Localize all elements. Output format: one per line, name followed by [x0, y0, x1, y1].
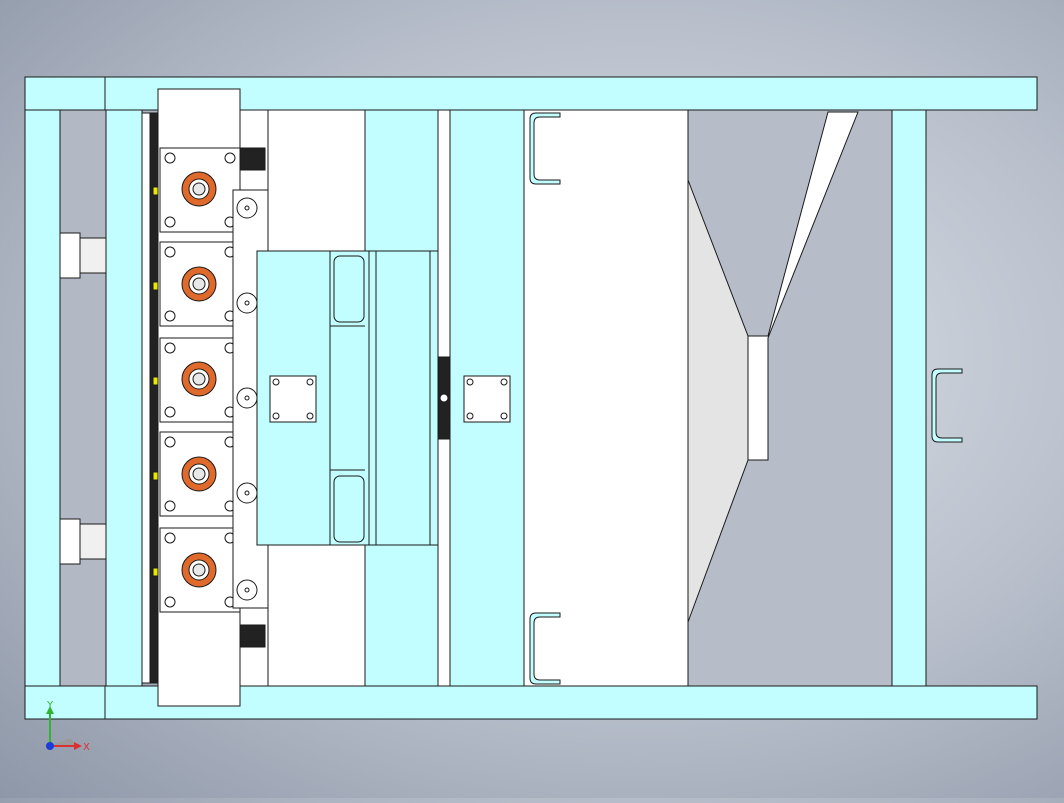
dark-block-bottom — [239, 624, 266, 648]
lifting-slot-top — [529, 112, 561, 185]
y-axis-arrow — [46, 706, 54, 714]
y-axis-label: Y — [46, 700, 54, 711]
cylinder-module-3[interactable] — [152, 337, 241, 423]
x-axis-arrow — [74, 742, 82, 750]
lifting-slot-right — [931, 368, 963, 443]
sprue-bracket[interactable] — [747, 111, 859, 461]
lifting-slot-bottom — [529, 612, 561, 685]
ejector-retainer-plate[interactable] — [105, 109, 143, 687]
left-frame-cavity — [59, 109, 107, 687]
left-frame-post[interactable] — [24, 109, 61, 687]
dark-block-top — [239, 147, 266, 171]
cylinder-module-4[interactable] — [152, 431, 241, 517]
cylinder-module-1[interactable] — [152, 147, 241, 233]
cylinder-module-5[interactable] — [152, 527, 241, 613]
x-axis-label: X — [83, 742, 90, 753]
cylinder-module-2[interactable] — [152, 241, 241, 327]
cover-plate-right[interactable] — [463, 375, 511, 423]
triad-plane — [50, 738, 78, 746]
ejector-rail-shadow — [149, 112, 159, 684]
cover-plate-left[interactable] — [269, 375, 317, 423]
coordinate-triad: Y X — [40, 700, 100, 760]
triad-origin — [46, 742, 54, 750]
ejector-rail — [141, 112, 151, 684]
runner-plate[interactable] — [523, 109, 689, 687]
guide-bushing-lower[interactable] — [59, 518, 107, 565]
right-frame-post[interactable] — [891, 109, 927, 687]
guide-bushing-upper[interactable] — [59, 232, 107, 279]
